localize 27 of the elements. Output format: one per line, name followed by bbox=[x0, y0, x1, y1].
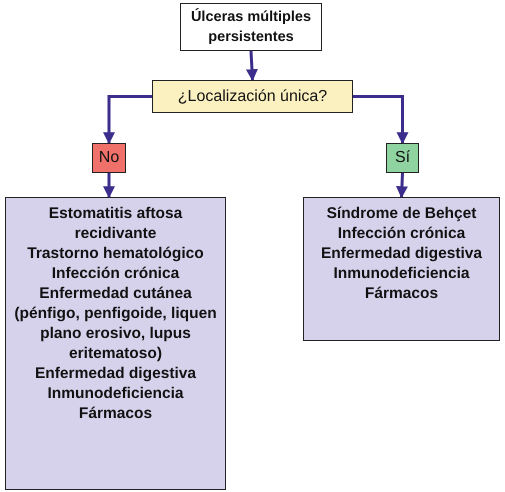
box-text: Fármacos bbox=[364, 284, 438, 304]
box-text: Síndrome de Behçet bbox=[326, 204, 476, 224]
box-text: Trastorno hematológico bbox=[27, 244, 204, 264]
box-text: Inmunodeficiencia bbox=[47, 384, 184, 404]
decision-box bbox=[152, 80, 353, 113]
box-text: Infección crónica bbox=[52, 264, 180, 284]
answer-box bbox=[92, 143, 126, 173]
box-text: Enfermedad digestiva bbox=[34, 364, 196, 384]
box-text: Sí bbox=[394, 148, 410, 168]
arrow bbox=[396, 172, 408, 198]
box-text: ¿Localización única? bbox=[178, 86, 328, 106]
box-text: Úlceras múltiples persistentes bbox=[190, 7, 312, 47]
box-text: Estomatitis aftosa recidivante bbox=[48, 204, 184, 244]
result-box bbox=[303, 197, 500, 341]
answer-box bbox=[386, 143, 419, 173]
arrow bbox=[103, 95, 152, 144]
box-text: Fármacos bbox=[78, 404, 152, 424]
result-box bbox=[5, 197, 226, 490]
box-text: Enfermedad digestiva bbox=[320, 244, 482, 264]
box-text: Inmunodeficiencia bbox=[333, 264, 470, 284]
box-text: Enfermedad cutánea (pénfigo, penfigoide, liquen plano erosivo, lupus eritematoso) bbox=[13, 284, 218, 364]
start-box bbox=[180, 3, 322, 51]
arrow bbox=[246, 50, 258, 82]
arrow bbox=[103, 173, 115, 198]
box-text: Infección crónica bbox=[338, 224, 466, 244]
arrow bbox=[353, 95, 408, 144]
box-text: No bbox=[98, 148, 120, 168]
